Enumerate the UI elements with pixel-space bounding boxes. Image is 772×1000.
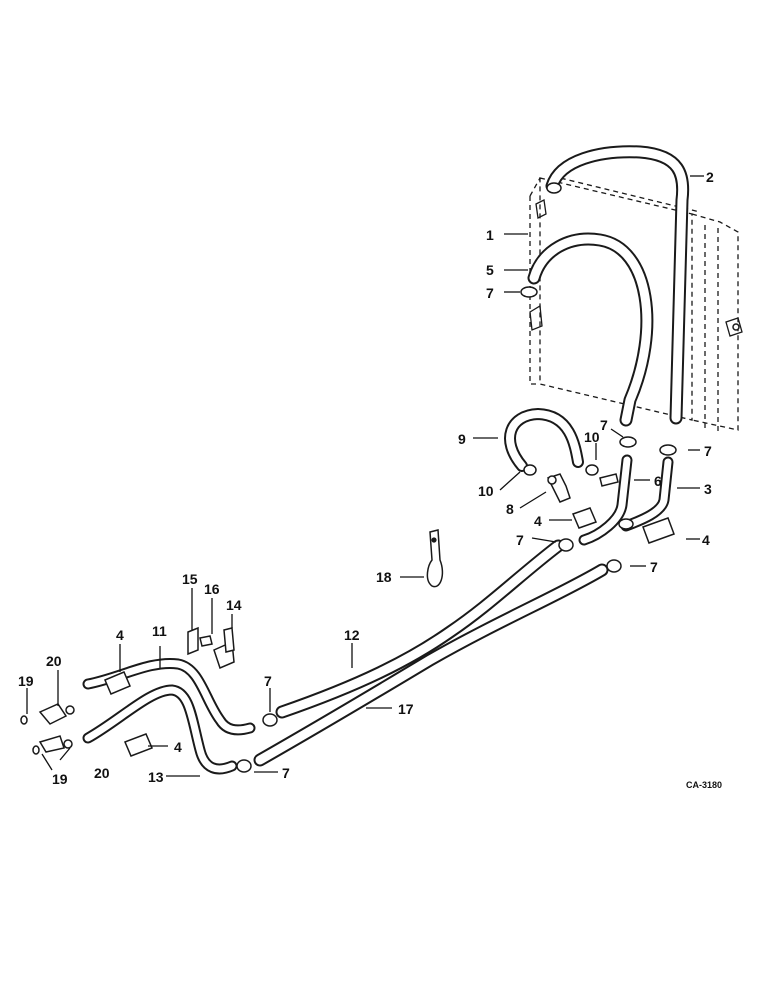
callout-10: 10 (584, 429, 600, 445)
callout-18: 18 (376, 569, 392, 585)
callout-6: 6 (654, 473, 662, 489)
hose-2 (545, 145, 690, 425)
callout-12: 12 (344, 627, 360, 643)
tube-6 (578, 454, 633, 546)
elbow-fitting-8 (546, 473, 571, 503)
callout-20: 20 (46, 653, 62, 669)
callout-15: 15 (182, 571, 198, 587)
callout-17: 17 (398, 701, 414, 717)
callout-3: 3 (704, 481, 712, 497)
callout-7: 7 (650, 559, 658, 575)
callout-2: 2 (706, 169, 714, 185)
callout-20: 20 (94, 765, 110, 781)
callout-7: 7 (486, 285, 494, 301)
o-rings-19 (20, 715, 40, 755)
callout-labels: 1 2 3 4 4 4 4 5 6 7 7 7 7 7 7 7 8 9 10 1… (18, 169, 722, 790)
callout-7: 7 (704, 443, 712, 459)
callout-7: 7 (516, 532, 524, 548)
callout-4: 4 (174, 739, 182, 755)
hose-5 (527, 232, 654, 427)
hose-9 (504, 408, 584, 472)
elbow-fitting-20 (38, 703, 75, 753)
hose-17 (253, 563, 609, 767)
callout-7: 7 (264, 673, 272, 689)
callout-16: 16 (204, 581, 220, 597)
callout-4: 4 (116, 627, 124, 643)
callout-1: 1 (486, 227, 494, 243)
callout-9: 9 (458, 431, 466, 447)
callout-7: 7 (282, 765, 290, 781)
callout-7: 7 (600, 417, 608, 433)
callout-13: 13 (148, 769, 164, 785)
bracket-14-15-16 (187, 626, 235, 670)
tube-11 (82, 657, 256, 736)
leader-lines (26, 175, 704, 777)
callout-14: 14 (226, 597, 242, 613)
couplers (104, 464, 675, 757)
hose-12 (275, 539, 565, 719)
callout-8: 8 (506, 501, 514, 517)
callout-4: 4 (702, 532, 710, 548)
drawing-code: CA-3180 (686, 780, 722, 790)
callout-5: 5 (486, 262, 494, 278)
clamps (236, 182, 677, 773)
callout-4: 4 (534, 513, 542, 529)
callout-11: 11 (152, 623, 167, 639)
callout-19: 19 (52, 771, 68, 787)
tube-13 (82, 684, 238, 775)
callout-19: 19 (18, 673, 34, 689)
callout-10: 10 (478, 483, 494, 499)
tube-3 (620, 456, 674, 532)
nipple-fitting (599, 473, 619, 487)
clip-18 (426, 529, 444, 588)
